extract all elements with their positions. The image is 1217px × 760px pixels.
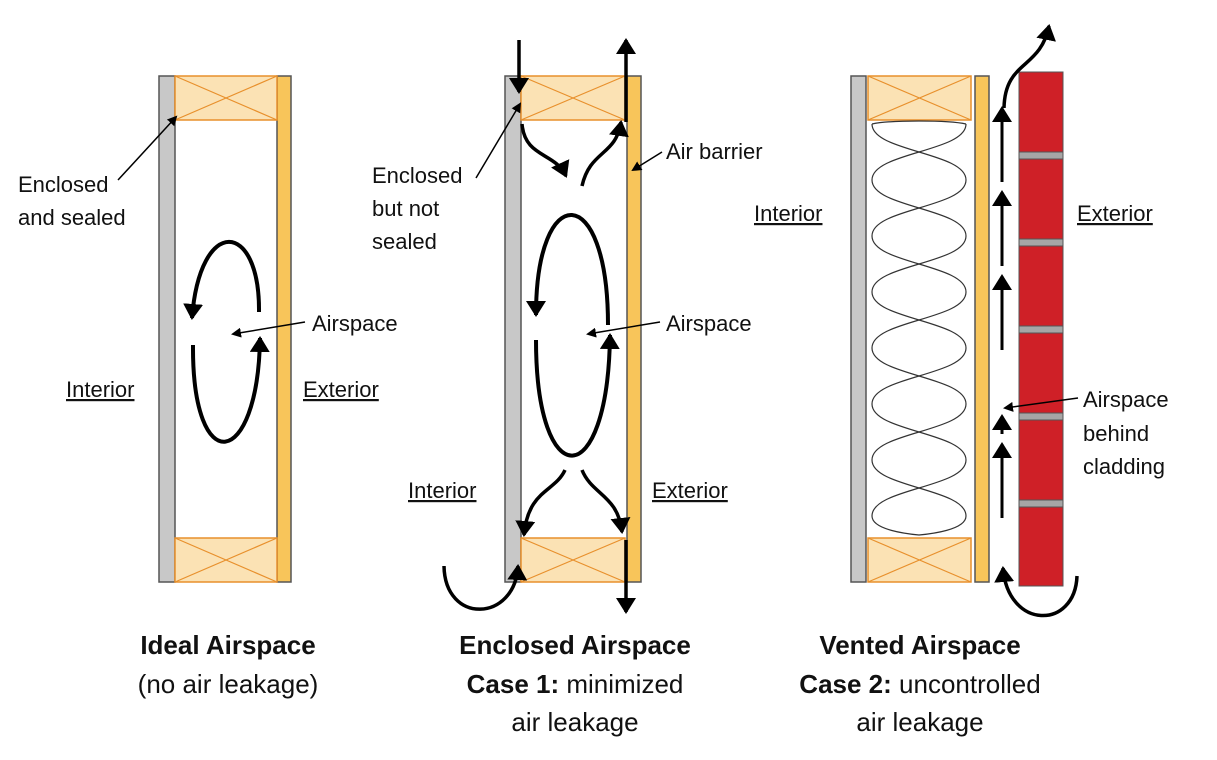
bottom-plate [174,537,278,583]
label-enclosed-1: Enclosed [18,172,109,197]
flow-arrow-top-left [520,123,570,178]
circulation-arrow-right [190,336,270,444]
top-plate [867,75,972,121]
leader-airspace [586,321,661,338]
caption-title: Ideal Airspace [140,630,315,660]
label-interior: Interior [754,201,822,226]
circulation-arrow-left [183,239,262,320]
circulation-arrow-right [534,333,620,458]
brick [1018,332,1064,414]
caption-line2: Case 2: uncontrolled [799,669,1040,699]
circulation-arrow-left [526,213,610,326]
bottom-plate [520,537,626,583]
caption-title: Vented Airspace [819,630,1020,660]
caption-line2: (no air leakage) [138,669,319,699]
leader-air-barrier [631,151,663,172]
brick [1018,158,1064,240]
bottom-plate [867,537,972,583]
caption-line3: air leakage [856,707,983,737]
panel-enclosed: Enclosed but not sealed Air barrier Airs… [372,38,763,737]
label-enclosed-1: Enclosed [372,163,463,188]
label-airspace-2: behind [1083,421,1149,446]
panel-ideal: Enclosed and sealed Airspace Interior Ex… [18,75,398,699]
sheathing [626,75,642,583]
inflow-arrow-bottom [994,566,1079,618]
batt-insulation [871,120,967,536]
brick-cladding [1018,71,1064,587]
gypsum-board [158,75,176,583]
flow-arrow-bottom-right [580,469,631,534]
label-interior: Interior [66,377,134,402]
label-airspace-1: Airspace [1083,387,1169,412]
caption-case-rest: uncontrolled [892,669,1041,699]
leader-enclosed [475,102,522,179]
leader-airspace [231,321,306,338]
leader-airspace [1003,397,1079,412]
panel-vented: Interior Exterior Airspace behind claddi… [754,24,1169,737]
sheathing [974,75,990,583]
label-exterior: Exterior [652,478,728,503]
caption-line2: Case 1: minimized [467,669,684,699]
label-exterior: Exterior [303,377,379,402]
sheathing [276,75,292,583]
caption-case-rest: minimized [559,669,683,699]
flow-arrow-top-right [580,120,629,187]
caption-line3: air leakage [511,707,638,737]
brick [1018,245,1064,327]
brick [1018,419,1064,501]
inflow-arrow-bottom [442,564,528,611]
label-airspace-3: cladding [1083,454,1165,479]
label-enclosed-2: and sealed [18,205,126,230]
top-plate [520,75,626,121]
label-airspace: Airspace [312,311,398,336]
outflow-arrow-top [1002,24,1056,109]
label-enclosed-3: sealed [372,229,437,254]
leader-enclosed [117,115,178,181]
flow-arrow-bottom-left [515,469,567,537]
label-interior: Interior [408,478,476,503]
label-airspace: Airspace [666,311,752,336]
brick [1018,71,1064,153]
label-air-barrier: Air barrier [666,139,763,164]
brick [1018,506,1064,587]
caption-case: Case 2: [799,669,892,699]
label-exterior: Exterior [1077,201,1153,226]
caption-title: Enclosed Airspace [459,630,691,660]
gypsum-board [850,75,867,583]
top-plate [174,75,278,121]
gypsum-board [504,75,522,583]
label-enclosed-2: but not [372,196,439,221]
caption-case: Case 1: [467,669,560,699]
